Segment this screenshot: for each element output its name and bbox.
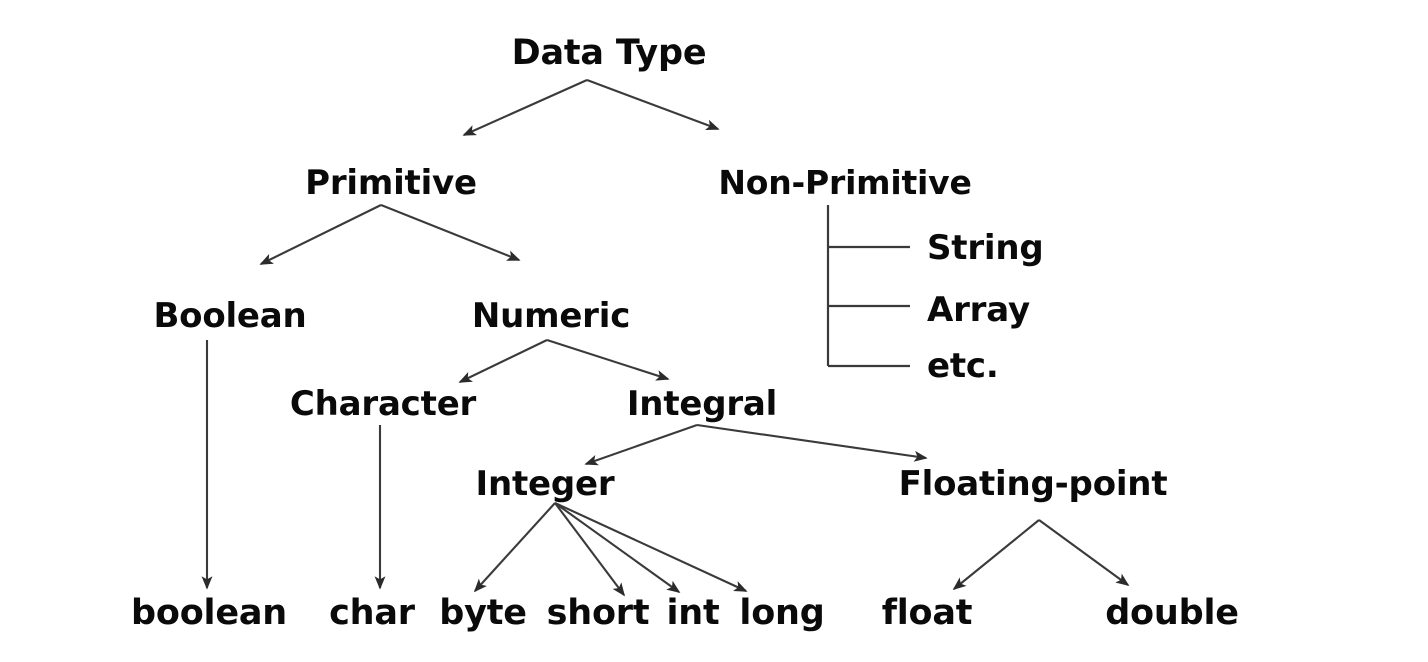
edge-floating-point-to-float xyxy=(952,519,1040,591)
node-primitive: Primitive xyxy=(305,163,477,203)
node-data-type: Data Type xyxy=(511,33,707,73)
node-char: char xyxy=(329,593,415,633)
node-array: Array xyxy=(927,290,1030,330)
node-character: Character xyxy=(289,384,477,424)
node-long: long xyxy=(739,593,825,633)
edge-data-type-to-non-primitive xyxy=(586,79,720,130)
edge-integer-to-byte xyxy=(473,502,556,593)
node-integer: Integer xyxy=(475,464,615,504)
node-boolean: boolean xyxy=(130,593,288,633)
edge-integer-to-int xyxy=(554,502,681,593)
edge-primitive-to-boolean-type xyxy=(259,204,382,265)
node-etc: etc. xyxy=(927,346,999,386)
node-string: String xyxy=(927,228,1044,268)
edge-integer-to-short xyxy=(554,502,626,597)
node-short: short xyxy=(546,593,650,633)
edge-data-type-to-primitive xyxy=(462,79,588,136)
edge-primitive-to-numeric xyxy=(380,204,521,261)
edge-group xyxy=(201,79,1130,597)
node-float: float xyxy=(881,593,973,633)
edge-floating-point-to-double xyxy=(1038,519,1130,586)
node-int: int xyxy=(666,593,720,633)
node-byte: byte xyxy=(439,593,527,633)
edge-numeric-to-integral xyxy=(546,339,670,381)
edge-numeric-to-character xyxy=(458,339,548,383)
edge-integral-to-floating-point xyxy=(696,423,928,462)
edge-integer-to-long xyxy=(554,502,748,592)
node-floating-point: Floating-point xyxy=(898,464,1168,504)
node-non-primitive: Non-Primitive xyxy=(718,163,972,202)
node-numeric: Numeric xyxy=(471,296,631,336)
edge-integral-to-integer xyxy=(584,424,698,466)
node-boolean-type: Boolean xyxy=(153,296,307,336)
node-integral: Integral xyxy=(626,384,778,424)
node-double: double xyxy=(1105,593,1239,633)
